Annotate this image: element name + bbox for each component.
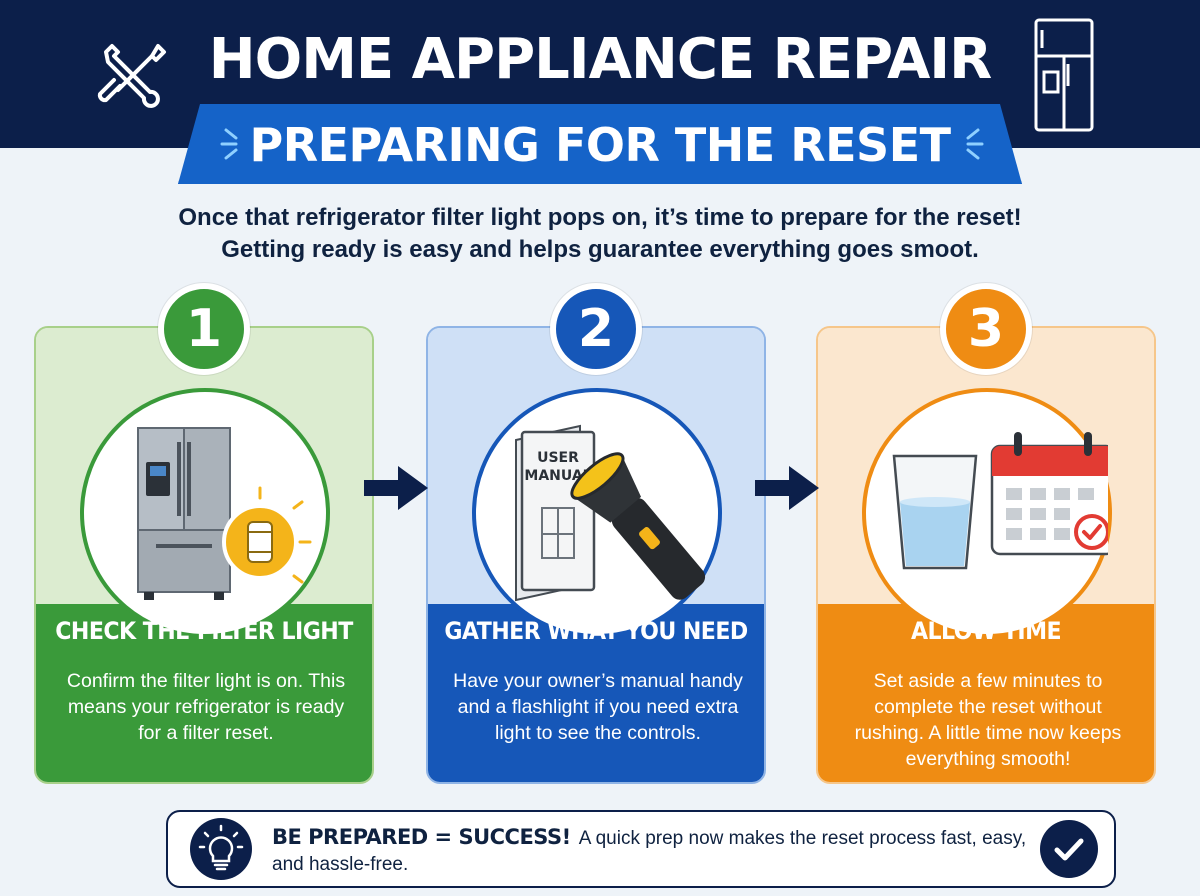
sparkle-icon	[966, 128, 984, 160]
arrow-right-icon	[755, 466, 819, 510]
footer-headline: BE PREPARED = SUCCESS!	[272, 825, 571, 849]
lightbulb-icon	[190, 818, 252, 880]
illustration-circle	[862, 388, 1112, 638]
step-title: CHECK THE FILTER LIGHT	[55, 617, 353, 645]
intro-line: Getting ready is easy and helps guarante…	[221, 236, 979, 263]
sparkle-icon	[220, 128, 238, 160]
step-card-3: ALLOW TIME Set aside a few minutes to co…	[816, 326, 1156, 784]
subtitle-ribbon	[178, 104, 1022, 184]
step-description: Confirm the filter light is on. This mea…	[66, 670, 346, 744]
water-glass-and-calendar-icon	[892, 432, 1108, 570]
manual-and-flashlight-icon: USER MANUAL	[515, 424, 706, 602]
step-description: Have your owner’s manual handy and a fla…	[453, 670, 743, 744]
step-title: GATHER WHAT YOU NEED	[444, 617, 748, 645]
manual-label: MANUAL	[524, 468, 591, 484]
refrigerator-with-filter-icon	[137, 427, 312, 600]
arrow-right-icon	[364, 466, 428, 510]
manual-label: USER	[537, 450, 579, 466]
step-number-badge: 3	[940, 283, 1032, 375]
intro-line: Once that refrigerator filter light pops…	[178, 204, 1022, 231]
refrigerator-icon	[1034, 18, 1094, 132]
page-subtitle: PREPARING FOR THE RESET	[249, 118, 951, 172]
step-number-badge: 1	[158, 283, 250, 375]
step-description: Set aside a few minutes to complete the …	[854, 670, 1122, 770]
intro-text: Once that refrigerator filter light pops…	[60, 202, 1140, 266]
illustration-circle	[80, 388, 330, 638]
step-title: ALLOW TIME	[910, 617, 1062, 645]
footer-message: BE PREPARED = SUCCESS!A quick prep now m…	[272, 824, 1032, 878]
wrench-screwdriver-icon	[97, 44, 166, 108]
step-card-1: CHECK THE FILTER LIGHT Confirm the filte…	[34, 326, 374, 784]
footer-body: A quick prep now makes the reset process…	[272, 828, 1027, 875]
illustration-circle: USER MANUAL	[472, 388, 722, 638]
footer-callout: BE PREPARED = SUCCESS!A quick prep now m…	[166, 810, 1116, 888]
step-number-badge: 2	[550, 283, 642, 375]
step-card-2: USER MANUAL GATHER WHAT YOU NEED Have yo…	[426, 326, 766, 784]
checkmark-icon	[1040, 820, 1098, 878]
page-title: HOME APPLIANCE REPAIR	[208, 27, 993, 92]
